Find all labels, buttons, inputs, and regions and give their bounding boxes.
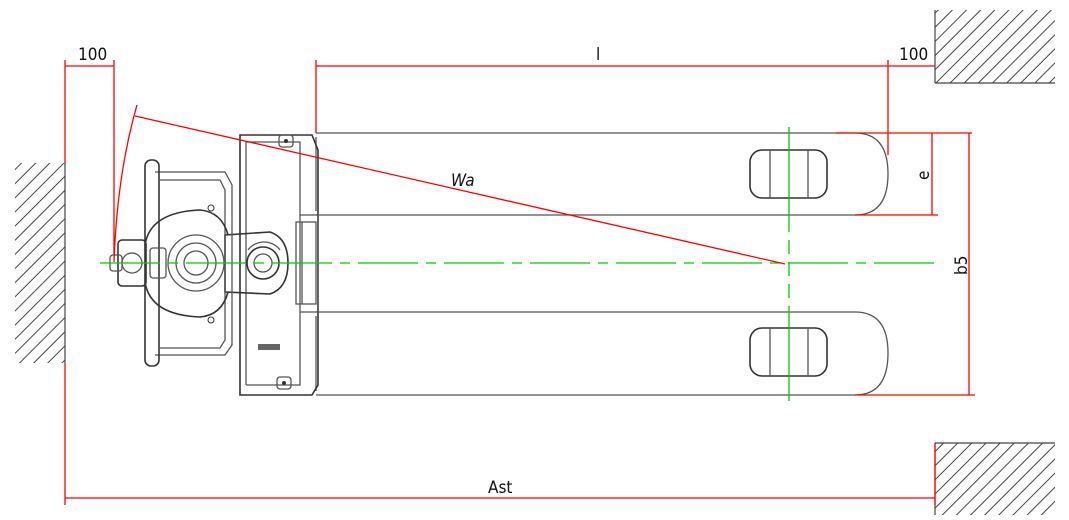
fork-top	[315, 132, 889, 216]
label-e: e	[914, 171, 934, 180]
centerlines	[100, 127, 940, 401]
label-100-left: 100	[78, 45, 107, 65]
wall-bottom-right	[934, 442, 1055, 515]
label-wa: Wa	[451, 171, 475, 191]
label-ast: Ast	[488, 478, 512, 498]
dimension-b5	[855, 133, 975, 396]
dimension-100-left	[64, 60, 115, 255]
dimension-wa	[113, 104, 786, 265]
dimension-ast	[64, 363, 936, 505]
dimension-l	[315, 60, 935, 155]
label-b5: b5	[952, 256, 972, 275]
fork-bottom	[315, 311, 889, 396]
dimension-e	[836, 132, 972, 216]
wall-top-right	[934, 10, 1055, 84]
label-100-right: 100	[899, 45, 928, 65]
label-l: l	[596, 45, 600, 65]
wall-left	[15, 163, 66, 363]
chassis-head	[224, 134, 319, 396]
